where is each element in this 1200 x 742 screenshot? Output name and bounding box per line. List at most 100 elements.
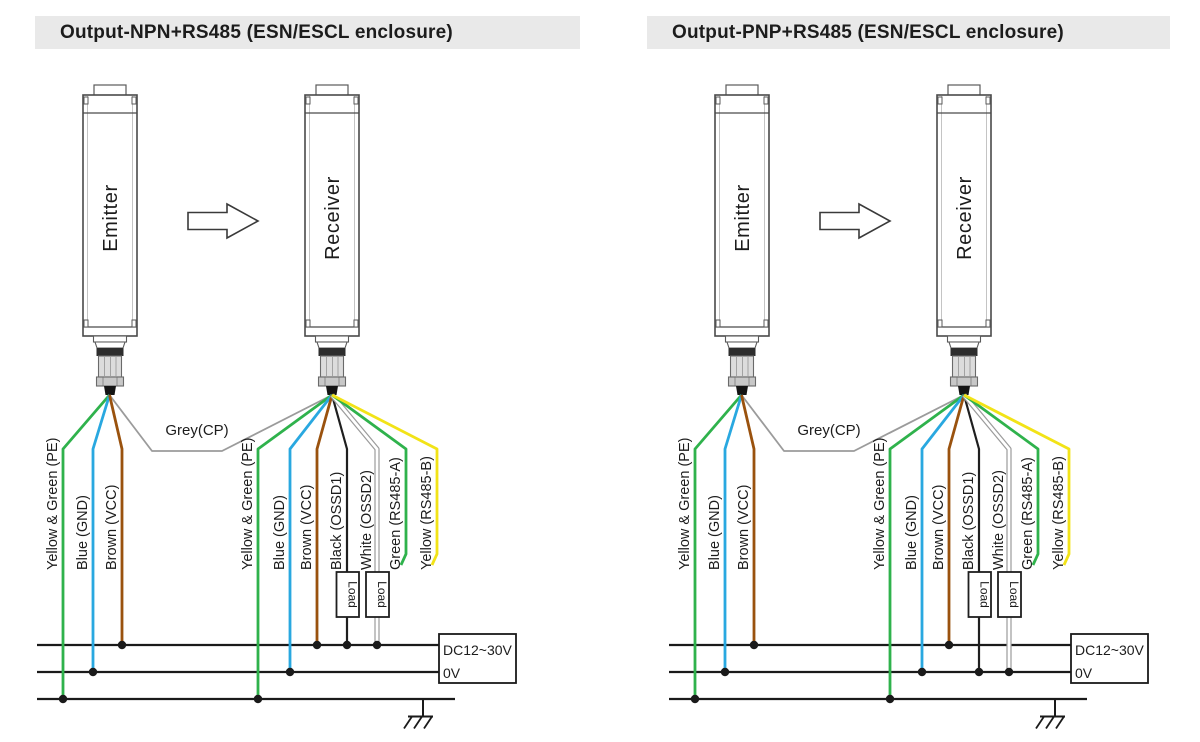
power-positive-label: DC12~30V	[1075, 642, 1145, 658]
connector-nut	[727, 376, 757, 387]
earth-ground-symbol	[403, 716, 413, 729]
wire-label: Yellow & Green (PE)	[45, 438, 61, 570]
connector-ring	[950, 348, 978, 356]
sensor-notch	[937, 319, 943, 328]
wire-emitter-1	[723, 394, 743, 672]
sensor-notch	[985, 96, 991, 105]
junction-dot	[749, 640, 759, 650]
load-label: Load	[345, 581, 359, 608]
connector-ring	[728, 348, 756, 356]
load-label: Load	[977, 581, 991, 608]
wire-label: Yellow & Green (PE)	[872, 438, 888, 570]
wire-label: Yellow (RS485-B)	[419, 456, 435, 570]
wire-receiver-2	[315, 394, 334, 645]
sensor-body	[304, 94, 360, 337]
connector-tip	[104, 386, 116, 395]
wire-receiver-5	[331, 393, 408, 566]
wire-label: Blue (GND)	[272, 495, 288, 570]
load-box	[997, 571, 1022, 618]
wire-label: Yellow & Green (PE)	[677, 438, 693, 570]
sensor-top-cap	[93, 84, 127, 97]
receiver-label: Receiver	[322, 176, 344, 260]
wire-label: Blue (GND)	[707, 495, 723, 570]
sensor-notch	[305, 96, 311, 105]
junction-dot	[312, 640, 322, 650]
wire-receiver-2	[947, 394, 966, 645]
emitter-label: Emitter	[100, 184, 122, 252]
sensor-top-cap	[947, 84, 981, 97]
wire-receiver-0	[256, 393, 333, 699]
junction-dot	[88, 667, 98, 677]
junction-dot	[285, 667, 295, 677]
sensor-notch	[353, 96, 359, 105]
wire-label: Black (OSSD1)	[961, 472, 977, 570]
cp-wire-label: Grey(CP)	[165, 422, 228, 439]
sensor-notch	[131, 319, 137, 328]
connector-tip	[736, 386, 748, 395]
wire-emitter-0	[61, 394, 111, 699]
junction-dot	[690, 694, 700, 704]
connector-neck	[314, 335, 350, 343]
wire-receiver-5	[963, 393, 1040, 566]
connector-nut	[95, 376, 125, 387]
connector-neck	[724, 335, 760, 343]
wire-label: Blue (GND)	[904, 495, 920, 570]
earth-ground-symbol	[413, 716, 423, 729]
sensor-notch	[305, 319, 311, 328]
earth-ground-symbol	[1045, 716, 1055, 729]
connector-tip	[958, 386, 970, 395]
receiver-label: Receiver	[954, 176, 976, 260]
sensor-notch	[937, 96, 943, 105]
power-0v-label: 0V	[1075, 665, 1093, 681]
sensor-top-cap	[725, 84, 759, 97]
wire-label: Yellow & Green (PE)	[240, 438, 256, 570]
sensor-top-cap	[315, 84, 349, 97]
wire-receiver-6	[963, 393, 1071, 566]
power-0v-label: 0V	[443, 665, 461, 681]
connector-neck	[92, 335, 128, 343]
junction-dot	[342, 640, 352, 650]
sensor-notch	[715, 96, 721, 105]
junction-dot	[58, 694, 68, 704]
connector-taper	[94, 341, 126, 349]
wire-label: Brown (VCC)	[736, 485, 752, 570]
earth-ground-symbol	[423, 716, 433, 729]
wire-label: Green (RS485-A)	[388, 457, 404, 570]
connector-taper	[726, 341, 758, 349]
sensor-notch	[763, 96, 769, 105]
connector-tip	[326, 386, 338, 395]
load-box	[365, 571, 390, 618]
wire-label: Brown (VCC)	[931, 485, 947, 570]
direction-arrow-icon	[819, 202, 892, 240]
connector-taper	[948, 341, 980, 349]
cp-wire-label: Grey(CP)	[797, 422, 860, 439]
wire-label: Green (RS485-A)	[1020, 457, 1036, 570]
wire-receiver-0	[888, 393, 965, 699]
junction-dot	[944, 640, 954, 650]
wire-label: Yellow (RS485-B)	[1051, 456, 1067, 570]
wire-label: Black (OSSD1)	[329, 472, 345, 570]
sensor-notch	[83, 96, 89, 105]
connector-neck	[946, 335, 982, 343]
wire-label: Brown (VCC)	[104, 485, 120, 570]
connector-taper	[316, 341, 348, 349]
power-supply-box	[1070, 633, 1149, 684]
sensor-notch	[353, 319, 359, 328]
earth-ground-symbol	[1055, 716, 1065, 729]
connector-nut	[317, 376, 347, 387]
junction-dot	[917, 667, 927, 677]
connector-ring	[96, 348, 124, 356]
sensor-notch	[985, 319, 991, 328]
junction-dot	[372, 640, 382, 650]
load-label: Load	[375, 581, 389, 608]
wire-emitter-2	[740, 394, 756, 645]
junction-dot	[117, 640, 127, 650]
earth-ground-symbol	[1035, 716, 1045, 729]
wire-label: Blue (GND)	[75, 495, 91, 570]
wire-emitter-1	[91, 394, 111, 672]
wire-grey-cp	[108, 394, 333, 452]
emitter-label: Emitter	[732, 184, 754, 252]
